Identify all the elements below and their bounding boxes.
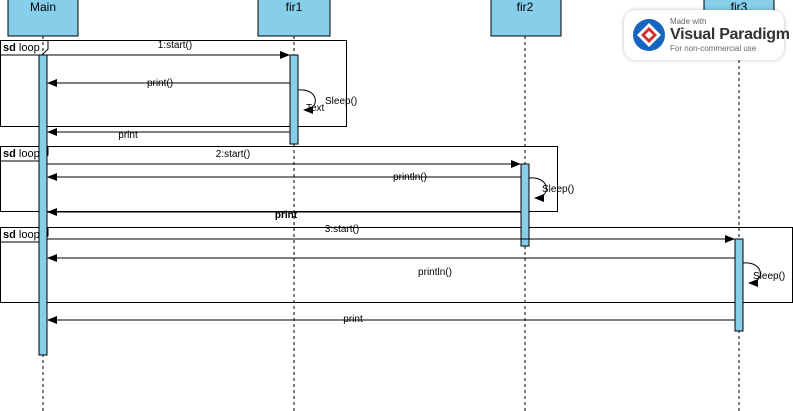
message-label-9: 3:start() <box>325 224 359 235</box>
watermark-note: For non-commercial use <box>670 44 757 53</box>
loop-frame-keyword: sd <box>3 42 16 54</box>
activation-bar-fir1[interactable] <box>289 54 299 145</box>
lifeline-head-main[interactable] <box>7 0 79 37</box>
watermark-badge: Made with Visual Paradigm For non-commer… <box>624 10 790 60</box>
loop-frame-keyword: sd <box>3 229 16 241</box>
message-label-1: 1:start() <box>158 40 192 51</box>
message-label-10: println() <box>418 267 452 278</box>
lifeline-label-fir2: fir2 <box>517 0 534 14</box>
message-label-2: print() <box>147 78 173 89</box>
visual-paradigm-logo-icon <box>633 19 665 51</box>
loop-frame-keyword: sd <box>3 148 16 160</box>
loop-frame-tab-1 <box>0 40 49 56</box>
lifeline-head-fir2[interactable] <box>490 0 562 37</box>
watermark-made-with: Made with <box>670 17 707 26</box>
loop-frame-operator: loop <box>16 229 40 241</box>
message-label-11: Sleep() <box>753 271 785 282</box>
lifeline-head-fir1[interactable] <box>257 0 331 37</box>
message-label-8: print <box>275 210 298 221</box>
activation-bar-main[interactable] <box>38 54 48 356</box>
activation-bar-fir2[interactable] <box>520 163 530 247</box>
message-arrow-3-self[interactable] <box>297 89 316 114</box>
loop-frame-label-1: sd loop <box>3 42 40 54</box>
message-label-3: Sleep() <box>325 96 357 107</box>
activation-bar-fir3[interactable] <box>734 238 744 332</box>
message-label-12: print <box>343 314 363 325</box>
message-arrow-7-self[interactable] <box>528 177 547 202</box>
lifeline-label-main: Main <box>30 0 56 14</box>
message-label-6: println() <box>393 172 427 183</box>
message-arrow-11-self[interactable] <box>742 262 761 287</box>
message-label-7: Sleep() <box>542 184 574 195</box>
loop-frame-1[interactable] <box>0 40 347 127</box>
message-label-5: 2:start() <box>216 149 250 160</box>
lifeline-label-fir1: fir1 <box>286 0 303 14</box>
loop-frame-operator: loop <box>16 42 40 54</box>
watermark-brand: Visual Paradigm <box>670 26 790 43</box>
loop-frame-label-2: sd loop <box>3 148 40 160</box>
text-note: Text <box>306 103 325 114</box>
loop-frame-2[interactable] <box>0 146 558 212</box>
message-label-4: print <box>118 130 138 141</box>
loop-frame-label-3: sd loop <box>3 229 40 241</box>
loop-frame-operator: loop <box>16 148 40 160</box>
